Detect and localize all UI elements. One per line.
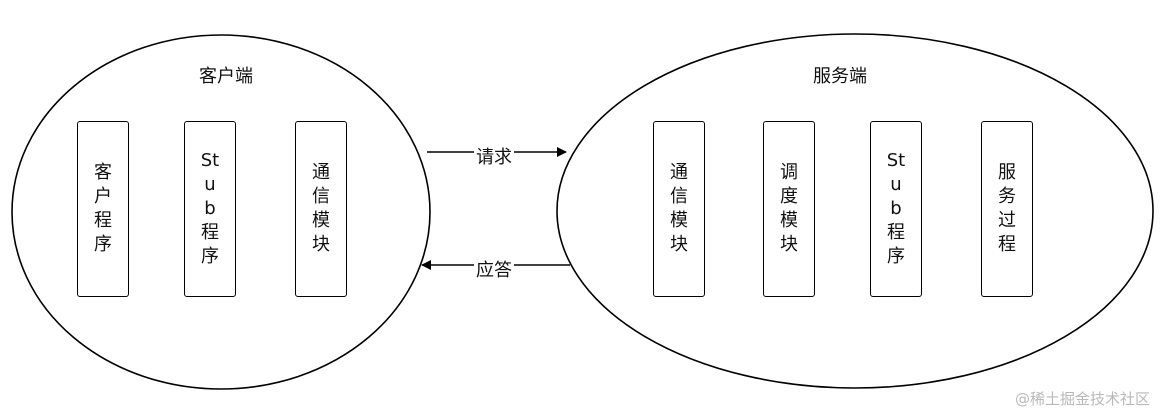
server-module-comm: 通信模块 — [653, 121, 705, 297]
server-module-service-label: 服务过程 — [998, 162, 1016, 255]
server-title: 服务端 — [813, 66, 867, 87]
server-ellipse — [556, 33, 1154, 389]
server-module-service: 服务过程 — [981, 121, 1033, 297]
server-module-stub: Stub程序 — [870, 121, 922, 297]
client-module-comm: 通信模块 — [295, 121, 347, 297]
client-module-comm-label: 通信模块 — [312, 162, 330, 255]
watermark: @稀土掘金技术社区 — [1014, 390, 1150, 408]
server-module-dispatch-label: 调度模块 — [780, 162, 798, 255]
client-title: 客户端 — [199, 66, 253, 87]
server-module-dispatch: 调度模块 — [763, 121, 815, 297]
client-module-app: 客户程序 — [77, 121, 129, 297]
request-label: 请求 — [474, 143, 514, 169]
client-module-stub: Stub程序 — [184, 121, 236, 297]
server-module-stub-label: Stub程序 — [886, 150, 906, 267]
client-module-stub-label: Stub程序 — [200, 150, 220, 267]
client-ellipse — [11, 34, 431, 390]
server-module-comm-label: 通信模块 — [670, 162, 688, 255]
response-label: 应答 — [474, 256, 514, 282]
client-module-app-label: 客户程序 — [94, 162, 112, 255]
